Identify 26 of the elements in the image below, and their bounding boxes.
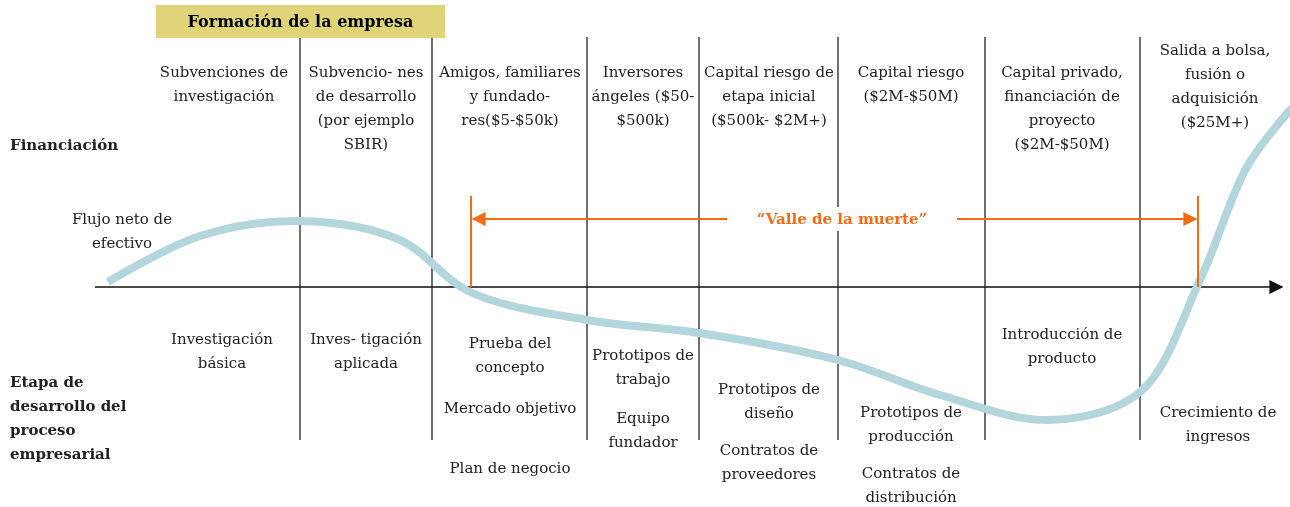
stage-label: Introducción de producto: [1000, 324, 1124, 369]
row-heading: Financiación: [10, 135, 120, 156]
stage-label: Prototipos de trabajo: [591, 345, 695, 390]
stage-label: Mercado objetivo: [442, 398, 578, 419]
stage-label: Prototipos de producción: [859, 402, 963, 447]
stage-label: Contratos de proveedores: [718, 440, 820, 485]
span-label: “Valle de la muerte”: [727, 207, 957, 231]
stage-label: Contratos de distribución: [860, 463, 962, 507]
stage-label: Investigación básica: [170, 329, 274, 374]
stage-label: Inves- tigación aplicada: [309, 329, 423, 374]
stage-label: Subvenciones de investigación: [158, 62, 290, 107]
stage-label: Capital privado, financiación de proyecto ($2M-$50M): [1000, 62, 1124, 155]
stage-label: Amigos, familiares y fundado- res($5-$50k): [438, 62, 582, 131]
stage-label: Prueba del concepto: [467, 333, 553, 378]
stage-label: Plan de negocio: [448, 458, 572, 479]
stage-label: Inversores ángeles ($50- $500k): [591, 62, 695, 131]
stage-label: Capital riesgo de etapa inicial ($500k- $2M+): [703, 62, 835, 131]
stage-label: Prototipos de diseño: [717, 379, 821, 424]
stage-label: Equipo fundador: [607, 408, 679, 453]
stage-label: Crecimiento de ingresos: [1158, 402, 1278, 447]
stage-label: Capital riesgo ($2M-$50M): [856, 62, 966, 107]
stage-label: Salida a bolsa, fusión o adquisición ($25M+): [1158, 40, 1272, 133]
stage-label: Flujo neto de efectivo: [70, 209, 174, 254]
row-heading: Etapa de desarrollo del proceso empresarial: [10, 372, 128, 465]
stage-label: Subvencio- nes de desarrollo (por ejemplo SBIR): [307, 62, 425, 155]
heading-band: Formación de la empresa: [156, 5, 445, 38]
